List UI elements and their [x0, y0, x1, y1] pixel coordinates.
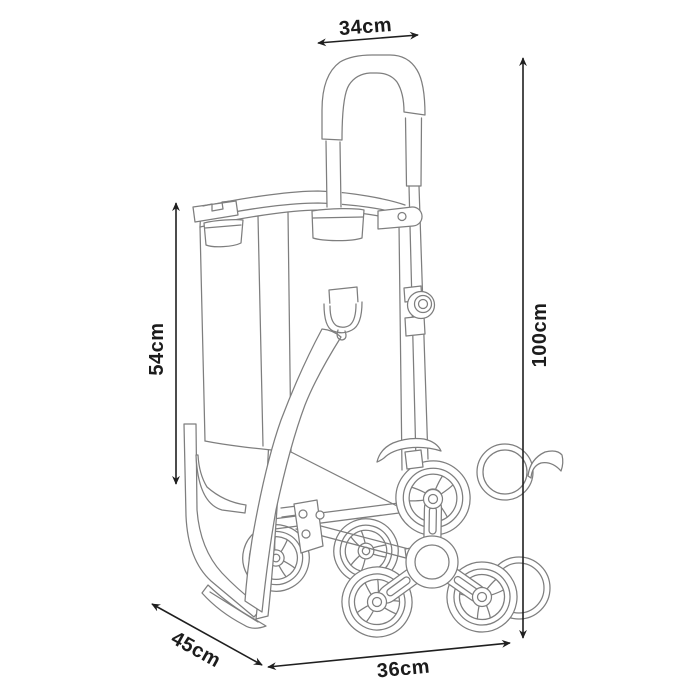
- fender: [377, 439, 441, 470]
- dimension-handle-width: 34cm: [317, 14, 419, 47]
- dimension-total-height: 100cm: [519, 57, 551, 639]
- inner-frame-bend: [196, 455, 246, 513]
- far-fender: [528, 451, 563, 478]
- bag-hook: [324, 287, 362, 340]
- dimension-label: 45cm: [167, 627, 224, 672]
- adjustment-knob: [404, 286, 435, 336]
- frame-bracket: [378, 207, 422, 229]
- dimension-label: 100cm: [529, 303, 551, 368]
- trolley-drawing: [184, 55, 563, 647]
- dimension-base-width: 36cm: [267, 639, 511, 683]
- dimension-label: 54cm: [146, 322, 168, 375]
- bag: [193, 191, 405, 507]
- folded-pull-tube: [245, 329, 341, 612]
- right-pocket-flap: [312, 209, 364, 241]
- tri-star-wheel-cluster: [333, 439, 532, 647]
- tri-star-carrier: [368, 490, 492, 612]
- chassis: [265, 500, 424, 562]
- dimension-bag-height: 54cm: [146, 202, 180, 485]
- lid-clip: [193, 201, 238, 222]
- left-pocket-flap: [204, 220, 243, 247]
- dimension-label: 34cm: [338, 14, 393, 40]
- dimension-label: 36cm: [376, 656, 431, 683]
- handle-grip: [322, 55, 425, 140]
